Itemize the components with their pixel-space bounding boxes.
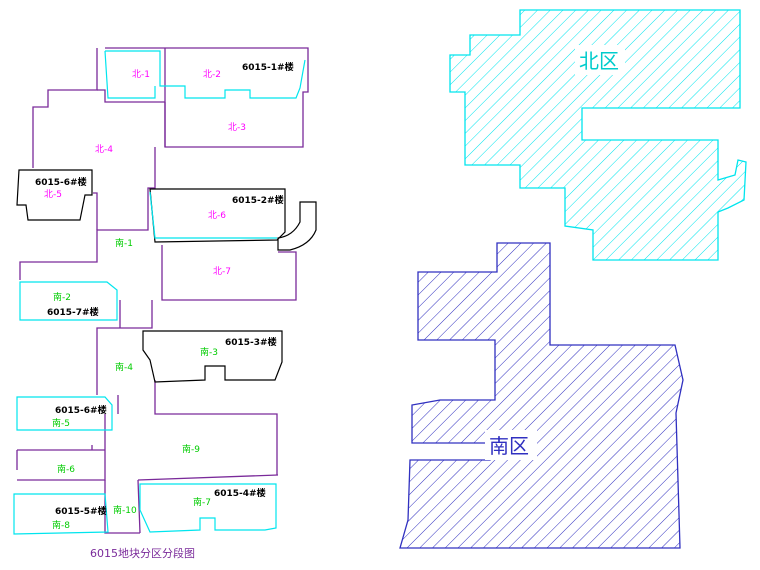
north-zone-area — [449, 9, 747, 261]
building-label: 6015-7#楼 — [47, 306, 99, 318]
label-south-9: 南-9 — [182, 443, 200, 455]
south-zone-label: 南区 — [489, 434, 529, 458]
building-label: 6015-3#楼 — [225, 336, 277, 348]
south-zone-labels: 南-1 南-2 南-3 南-4 南-5 南-6 南-7 南-8 南-9 南-10 — [52, 237, 218, 531]
building-label: 6015-6#楼 — [55, 404, 107, 416]
building-label: 6015-5#楼 — [55, 505, 107, 517]
plan-boundaries — [16, 47, 309, 534]
north-zone-labels: 北-1 北-2 北-3 北-4 北-5 北-6 北-7 — [44, 69, 246, 277]
building-label: 6015-4#楼 — [214, 487, 266, 499]
label-south-1: 南-1 — [115, 237, 133, 249]
label-north-1: 北-1 — [132, 69, 150, 80]
label-south-5: 南-5 — [52, 417, 70, 429]
south-zone-area — [399, 242, 684, 549]
label-south-10: 南-10 — [113, 504, 137, 516]
label-south-7: 南-7 — [193, 496, 211, 508]
label-north-4: 北-4 — [95, 144, 113, 155]
building-outlines — [13, 50, 317, 535]
label-south-3: 南-3 — [200, 346, 218, 358]
label-south-4: 南-4 — [115, 361, 133, 373]
north-zone-label-bg — [575, 45, 625, 75]
drawing-caption: 6015地块分区分段图 — [90, 546, 195, 560]
label-south-2: 南-2 — [53, 291, 71, 303]
building-label: 6015-6#楼 — [35, 176, 87, 188]
label-south-8: 南-8 — [52, 519, 70, 531]
north-zone-label: 北区 — [579, 49, 619, 73]
label-south-6: 南-6 — [57, 463, 75, 475]
label-north-5: 北-5 — [44, 189, 62, 200]
label-north-2: 北-2 — [203, 69, 221, 80]
label-north-7: 北-7 — [213, 266, 231, 277]
building-label: 6015-2#楼 — [232, 194, 284, 206]
building-label: 6015-1#楼 — [242, 61, 294, 73]
building-labels: 6015-1#楼 6015-2#楼 6015-6#楼 6015-7#楼 6015… — [35, 61, 294, 517]
label-north-3: 北-3 — [228, 122, 246, 133]
label-north-6: 北-6 — [208, 210, 226, 221]
south-zone-label-bg — [485, 430, 537, 460]
